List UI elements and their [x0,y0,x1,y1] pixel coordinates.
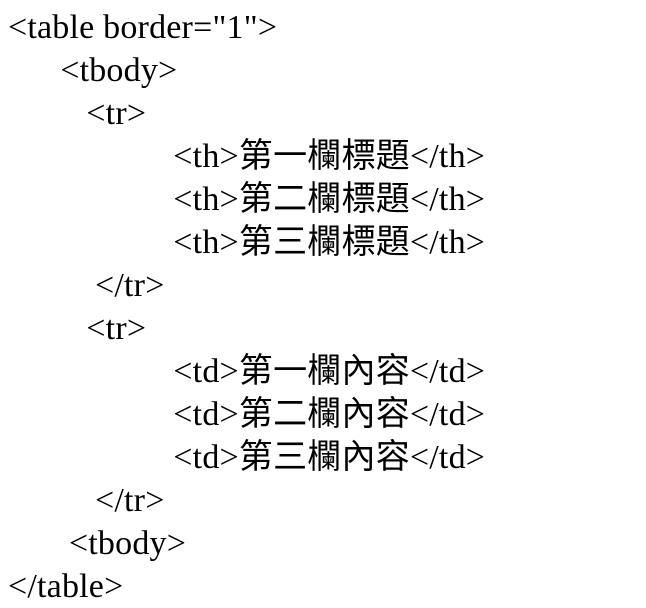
code-line: </tr> [8,267,165,304]
code-line: <td>第一欄內容</td> [8,353,486,390]
code-line: <tbody> [8,525,187,562]
code-line: <th>第一欄標題</th> [8,138,486,175]
code-line: <td>第二欄內容</td> [8,396,486,433]
code-line: <table border="1"> [8,9,278,46]
code-line: <tbody> [8,52,178,89]
code-line: <tr> [8,95,147,132]
code-line: <tr> [8,310,147,347]
code-line: <th>第二欄標題</th> [8,181,486,218]
code-line: </tr> [8,482,165,519]
code-line: <td>第三欄內容</td> [8,439,486,476]
code-line: </table> [8,568,124,605]
code-line: <th>第三欄標題</th> [8,224,486,261]
